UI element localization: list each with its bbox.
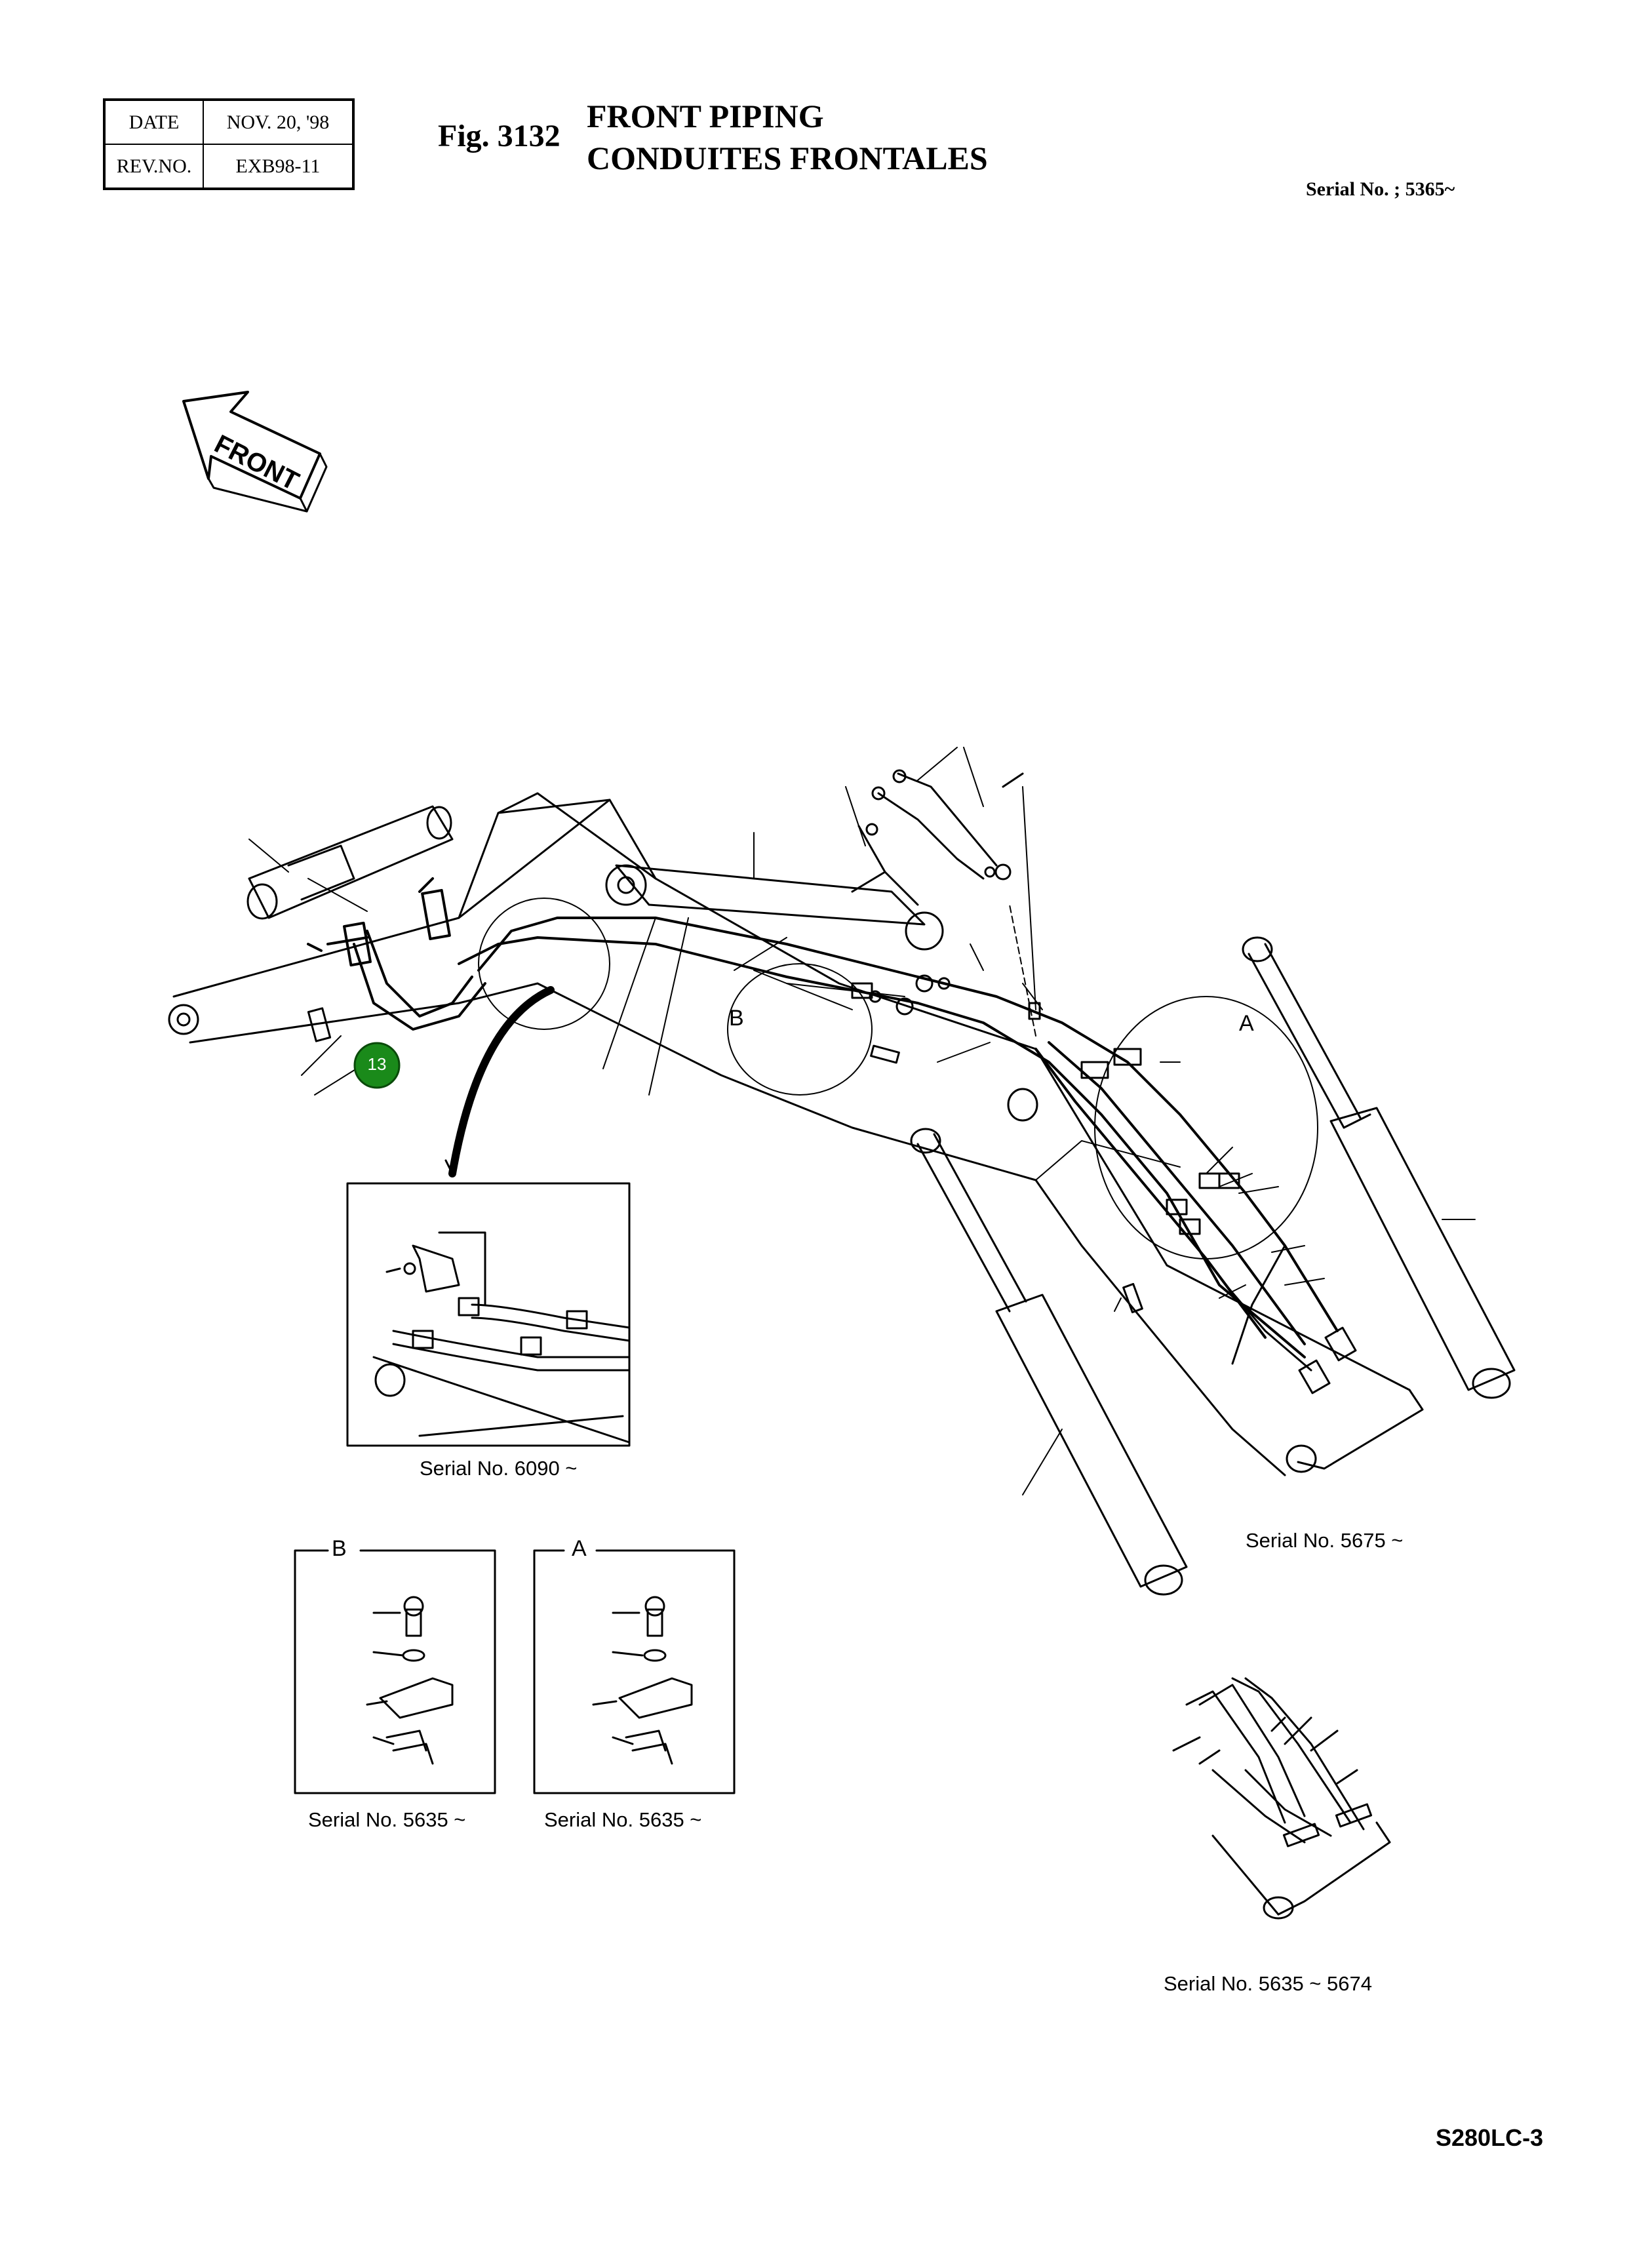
date-label: DATE (104, 99, 204, 145)
figure-title-en: FRONT PIPING (587, 98, 824, 134)
caption-inset-bottom: Serial No. 5635 ~ 5674 (1164, 1972, 1372, 1995)
figure-number: Fig. 3132 (438, 119, 560, 153)
leader-lines (248, 747, 1476, 1495)
dashed-lines (1009, 904, 1036, 1037)
pipe-clamps (851, 974, 1357, 1394)
arm-cylinder (605, 864, 944, 951)
front-piping (458, 917, 1339, 1372)
label-a-main: A (1239, 1011, 1254, 1036)
caption-detail-a: Serial No. 5635 ~ (544, 1808, 702, 1831)
caption-serial-6090: Serial No. 6090 ~ (420, 1457, 578, 1480)
serial-range: Serial No. ; 5365~ (1306, 178, 1455, 200)
caption-main-view: Serial No. 5675 ~ (1246, 1529, 1404, 1552)
inset-serial-5635-5674 (1172, 1677, 1391, 1920)
detail-a-box (533, 1549, 736, 1794)
date-value: NOV. 20, '98 (203, 99, 354, 145)
boom-body (168, 792, 1424, 1476)
arm-cylinder-lower (910, 1128, 1188, 1596)
inset-serial-6090 (346, 1182, 631, 1447)
rev-value: EXB98-11 (203, 144, 354, 189)
callout-badge-label: 13 (367, 1054, 387, 1074)
revision-table: DATE NOV. 20, '98 REV.NO. EXB98-11 (103, 98, 355, 190)
detail-b-box (294, 1549, 496, 1794)
caption-detail-b: Serial No. 5635 ~ (308, 1808, 466, 1831)
label-b-detail: B (332, 1536, 347, 1561)
upper-hoses (857, 769, 1024, 880)
label-a-detail: A (572, 1536, 587, 1561)
callout-13 (353, 1042, 401, 1089)
bolt-left (307, 1007, 332, 1042)
model-number: S280LC-3 (1436, 2124, 1544, 2151)
detail-arrow (444, 986, 555, 1177)
front-arrow-icon (182, 391, 328, 513)
bucket-cylinder-right (1242, 936, 1516, 1399)
hose-loop (307, 877, 486, 1031)
label-b-main: B (729, 1006, 744, 1031)
figure-title-fr: CONDUITES FRONTALES (587, 140, 988, 176)
rev-label: REV.NO. (104, 144, 204, 189)
